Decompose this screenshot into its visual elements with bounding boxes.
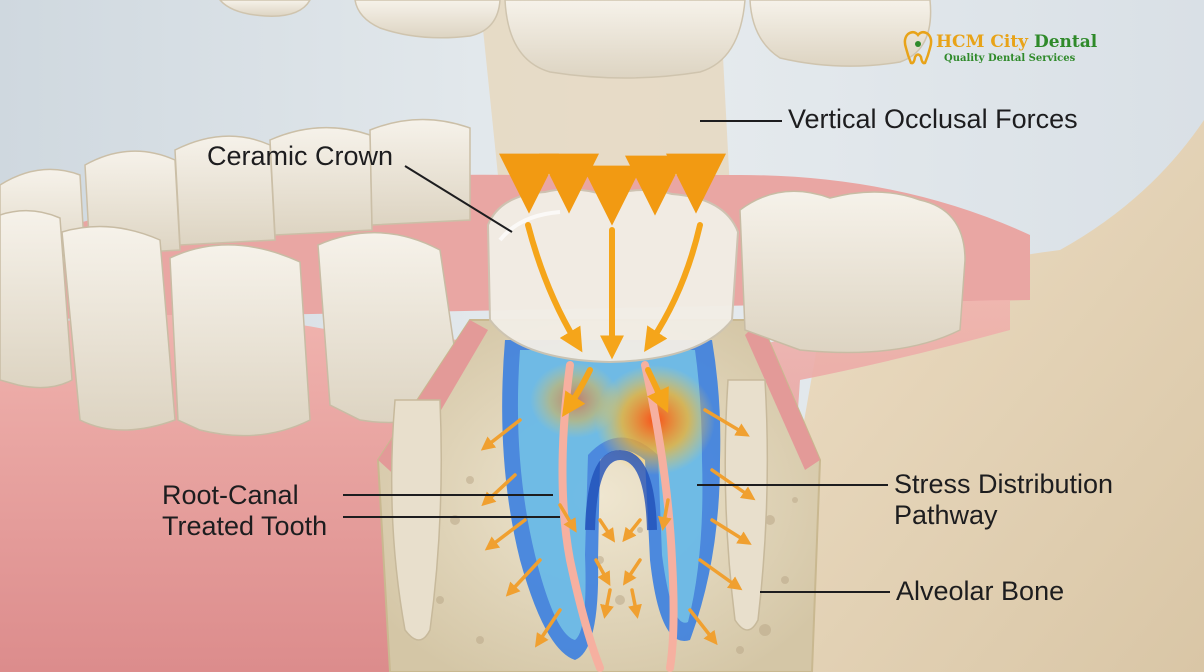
label-text-line2: Treated Tooth [162,511,328,541]
label-text: Vertical Occlusal Forces [788,104,1078,134]
logo-name: HCM City Dental [936,32,1097,52]
label-text-line1: Stress Distribution [894,469,1114,499]
label-text-line2: Pathway [894,500,998,530]
logo-name-part1: HCM City [936,32,1034,52]
tooth-icon [903,31,933,65]
label-vertical-occlusal-forces: Vertical Occlusal Forces [788,104,1078,135]
leader-ceramic-crown [404,165,513,233]
brand-logo: HCM City Dental Quality Dental Services [902,30,1097,70]
label-stress-distribution-pathway: Stress Distribution Pathway [894,469,1113,531]
label-root-canal-treated-tooth: Root-Canal Treated Tooth [162,480,327,542]
label-text: Alveolar Bone [896,576,1065,606]
logo-tagline: Quality Dental Services [944,53,1076,64]
logo-name-part2: Dental [1033,32,1098,52]
label-text: Ceramic Crown [207,141,394,171]
label-ceramic-crown: Ceramic Crown [207,141,393,172]
label-alveolar-bone: Alveolar Bone [896,576,1064,607]
label-text-line1: Root-Canal [162,480,299,510]
